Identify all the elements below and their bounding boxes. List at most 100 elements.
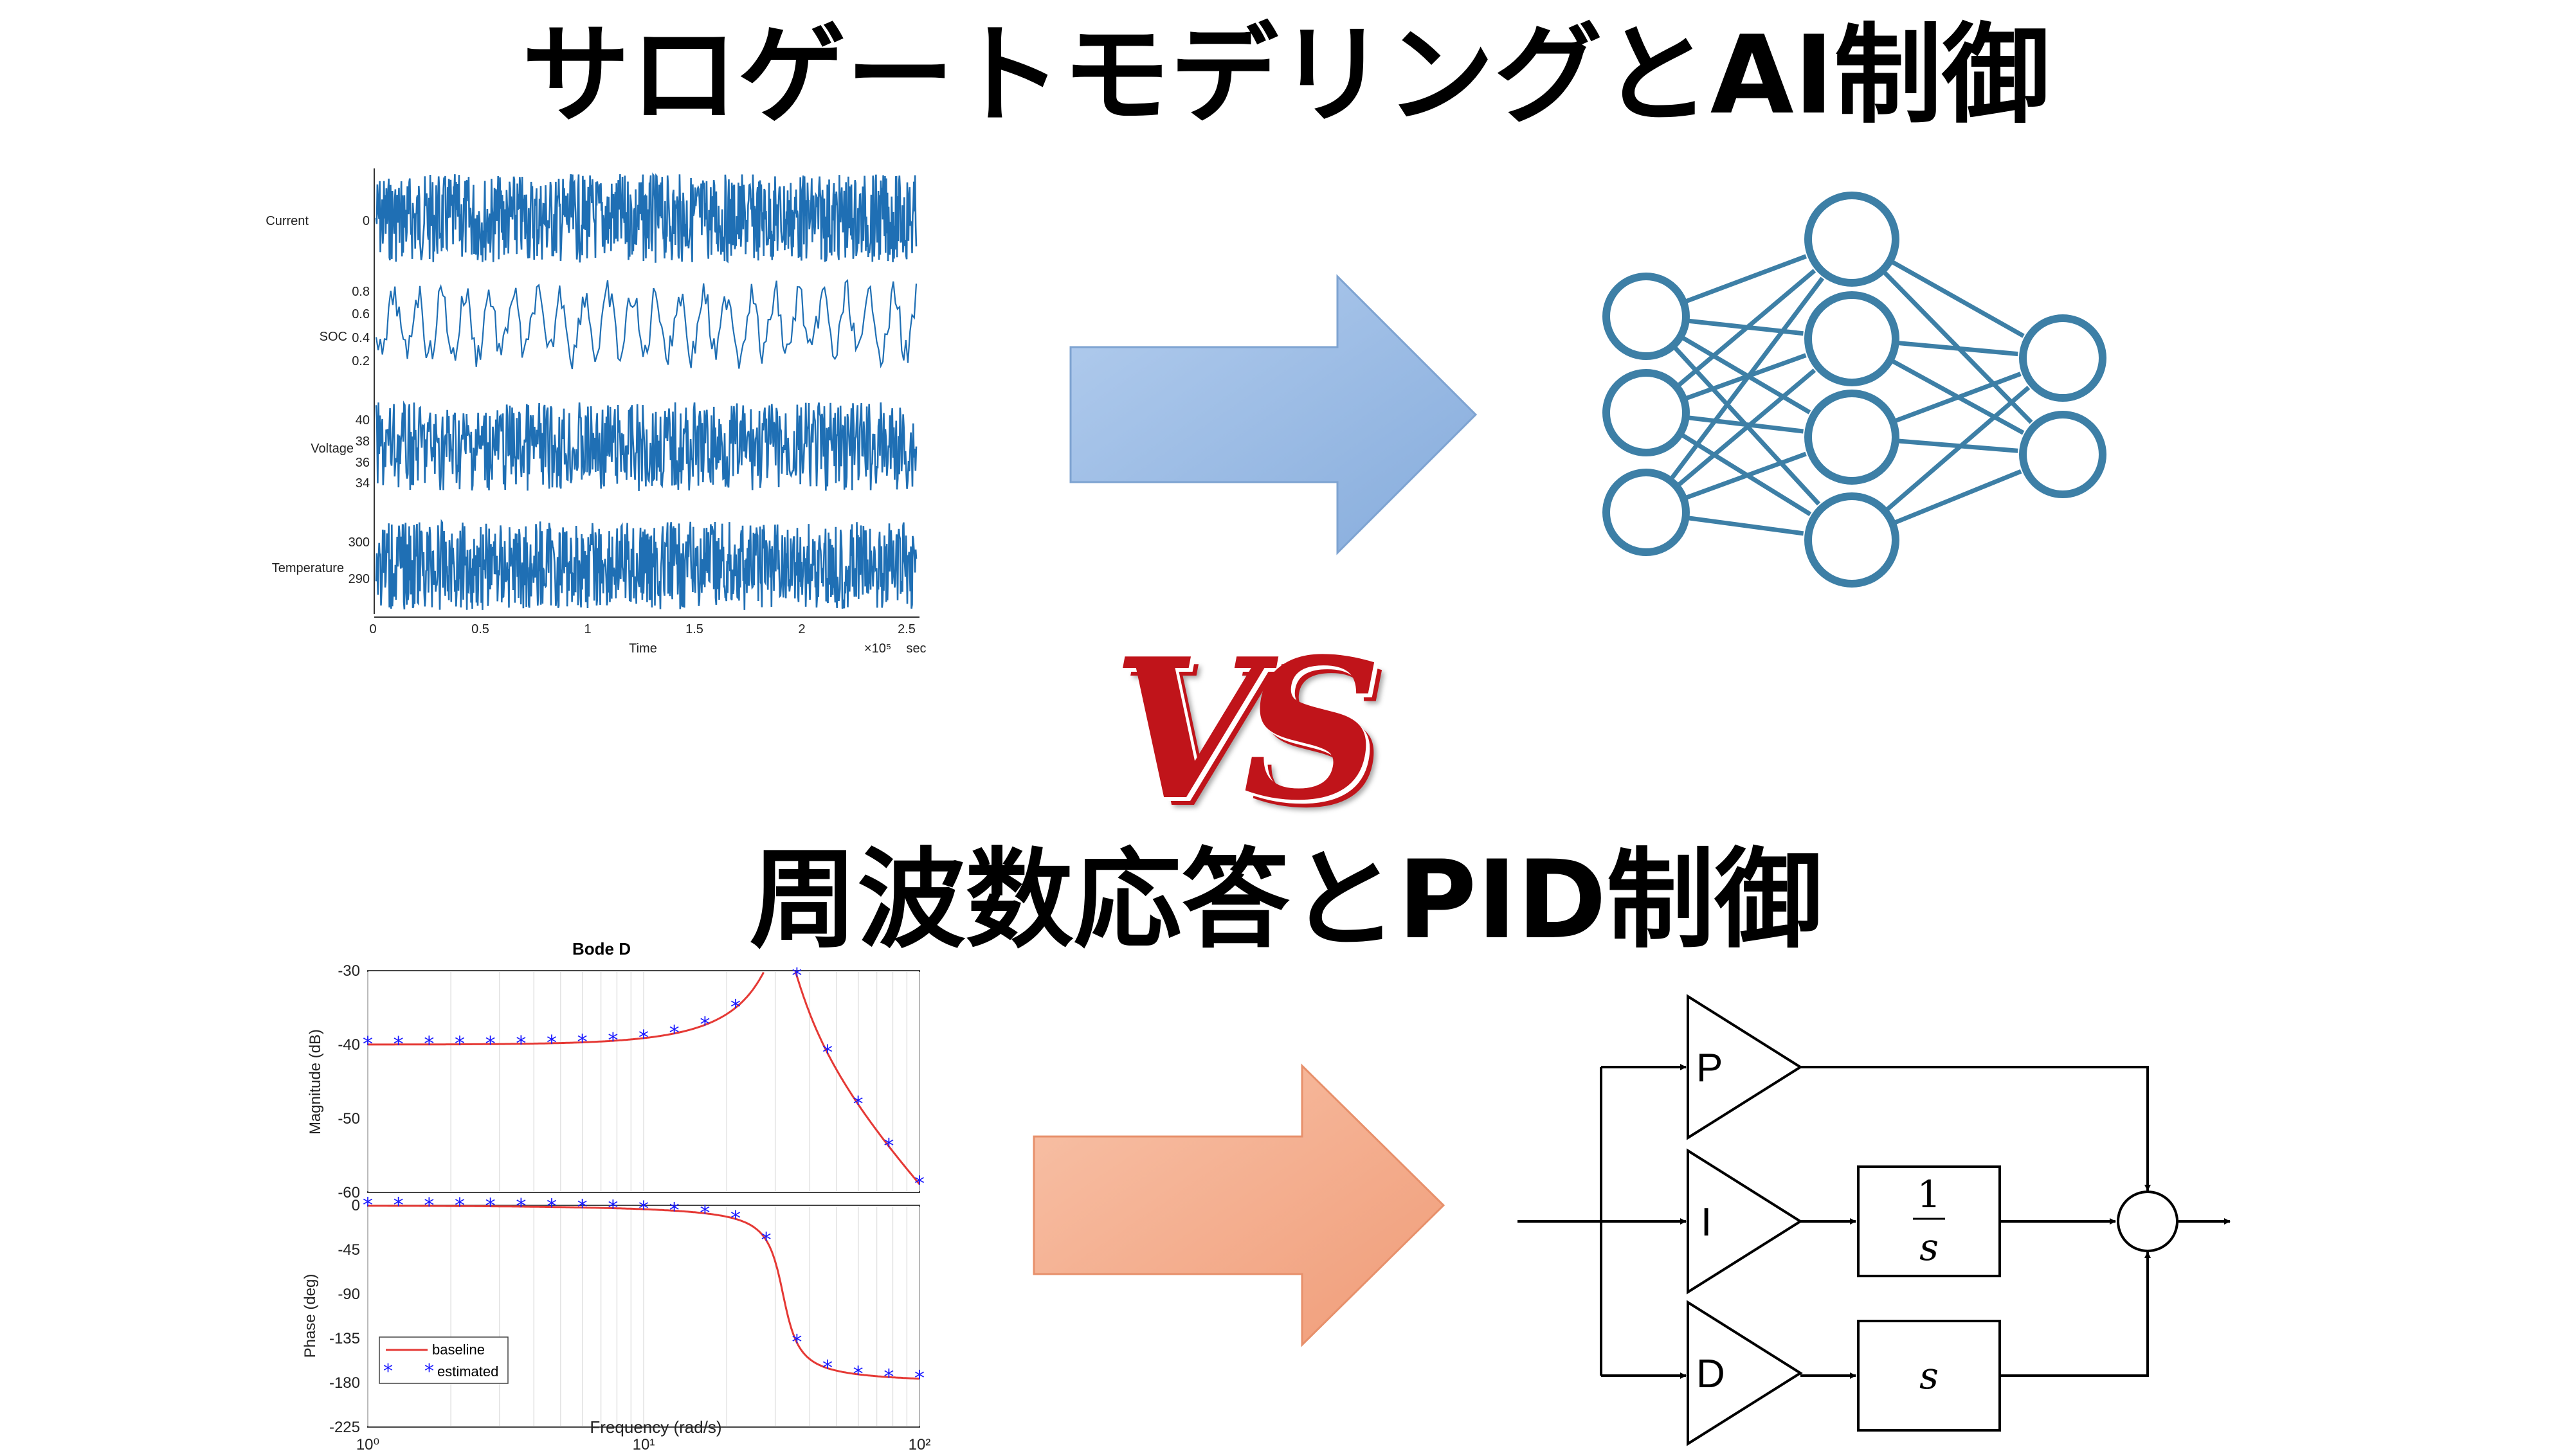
estimated-point: * (761, 1227, 772, 1252)
phase-tick-2: -90 (338, 1286, 360, 1303)
network-node (1804, 390, 1899, 485)
frequency-axis-label: Frequency (rad/s) (590, 1417, 722, 1437)
estimated-point: * (669, 1021, 680, 1045)
p-gain-label: P (1696, 1046, 1723, 1090)
tick-temperature-0: 300 (349, 535, 370, 550)
integrator-block (1857, 1165, 2001, 1277)
estimated-point: * (516, 1194, 526, 1218)
estimated-point: * (730, 995, 741, 1020)
i-gain-block (1687, 1148, 1803, 1295)
estimated-point: * (822, 1355, 833, 1380)
magnitude-baseline-curve (368, 971, 765, 1046)
signal-label-soc: SOC (320, 330, 347, 344)
signal-label-voltage: Voltage (311, 442, 354, 456)
network-edge (1683, 451, 1807, 501)
estimated-point: * (424, 1032, 434, 1056)
tick-soc-2: 0.4 (352, 331, 370, 345)
time-axis-label: Time (629, 642, 657, 656)
estimated-point: * (485, 1031, 496, 1056)
network-node (1804, 492, 1899, 588)
estimated-point: * (853, 1092, 864, 1116)
estimated-point: * (516, 1031, 526, 1056)
network-nodes (1602, 192, 2106, 588)
tick-voltage-0: 40 (356, 413, 370, 427)
tick-soc-0: 0.8 (352, 285, 370, 299)
tick-soc-3: 0.2 (352, 354, 370, 368)
estimated-point: * (424, 1193, 434, 1218)
network-edge (1891, 469, 2022, 526)
i-gain-label: I (1701, 1200, 1712, 1245)
estimated-point: * (577, 1194, 588, 1219)
estimated-point: * (363, 1032, 373, 1056)
tick-voltage-2: 36 (356, 456, 370, 470)
phase-estimated-points: ******************* (363, 1193, 925, 1390)
phase-baseline-curve (367, 1205, 919, 1380)
estimated-point: * (638, 1196, 649, 1221)
network-node (1804, 291, 1899, 386)
arrow-right-blue (1069, 274, 1478, 555)
estimated-point: * (608, 1028, 618, 1052)
frequency-tick-2: 10² (909, 1436, 931, 1453)
network-edge (1888, 258, 2025, 338)
time-axis-scale: ×10⁵ (864, 642, 891, 656)
time-tick-2: 1 (584, 622, 591, 636)
magnitude-axis-label: Magnitude (dB) (307, 1029, 324, 1135)
network-edge (1682, 254, 1807, 305)
frequency-tick-0: 10⁰ (356, 1436, 379, 1453)
timeseries-traces (374, 170, 918, 614)
magnitude-tick-1: -40 (338, 1036, 360, 1054)
magnitude-estimated-points: ****************** (363, 964, 925, 1196)
pid-block-diagram: P I D 1 s s (1517, 994, 2231, 1446)
soc-trace (375, 279, 918, 370)
magnitude-tick-3: -60 (338, 1184, 360, 1201)
integrator-numerator: 1 (1917, 1173, 1941, 1216)
signal-label-current: Current (266, 214, 309, 228)
network-edge (1685, 515, 1804, 536)
network-node (1804, 192, 1899, 287)
estimated-point: * (700, 1012, 710, 1036)
voltage-trace (375, 400, 918, 491)
estimated-point: * (730, 1206, 741, 1230)
network-node (1602, 469, 1690, 556)
legend-baseline-label: baseline (432, 1342, 485, 1358)
tick-soc-1: 0.6 (352, 307, 370, 321)
estimated-point: * (853, 1362, 864, 1386)
estimated-point: * (883, 1133, 894, 1158)
network-edge (1668, 276, 1825, 482)
d-gain-block (1687, 1300, 1803, 1446)
network-edge (1883, 386, 2031, 514)
signal-label-temperature: Temperature (272, 561, 344, 575)
summing-junction (2117, 1191, 2178, 1252)
network-node (1602, 369, 1690, 456)
estimated-point: * (363, 1193, 373, 1218)
legend-estimated-swatch-right: * (424, 1360, 434, 1383)
vs-label: VS (1112, 616, 1382, 843)
current-trace (375, 172, 918, 264)
network-edge (1675, 368, 1816, 489)
bode-title: Bode D (572, 939, 631, 958)
phase-tick-1: -45 (338, 1241, 360, 1259)
network-node (2019, 411, 2106, 498)
p-gain-block (1687, 994, 1803, 1140)
network-edge (1895, 438, 2018, 453)
estimated-point: * (914, 1366, 925, 1390)
estimated-point: * (455, 1193, 465, 1218)
legend-estimated-swatch-left: * (383, 1360, 393, 1383)
integrator-denominator: s (1919, 1225, 1939, 1269)
estimated-point: * (455, 1032, 465, 1056)
bode-plot: Bode D ****************** **************… (302, 939, 931, 1453)
derivative-block (1857, 1320, 2001, 1432)
title-frequency-pid: 周波数応答とPID制御 (749, 837, 1823, 963)
bode-legend (379, 1336, 509, 1384)
tick-temperature-1: 290 (349, 572, 370, 586)
tick-current-0: 0 (363, 214, 370, 228)
phase-tick-0: 0 (352, 1197, 360, 1214)
phase-tick-3: -135 (329, 1330, 360, 1347)
tick-voltage-1: 38 (356, 435, 370, 449)
estimated-point: * (883, 1364, 894, 1389)
phase-tick-5: -225 (329, 1419, 360, 1436)
frequency-tick-1: 10¹ (633, 1436, 655, 1453)
estimated-point: * (577, 1030, 588, 1054)
timeseries-panel: Current SOC Voltage Temperature 0 0.8 0.… (266, 168, 927, 656)
estimated-point: * (792, 1330, 802, 1354)
